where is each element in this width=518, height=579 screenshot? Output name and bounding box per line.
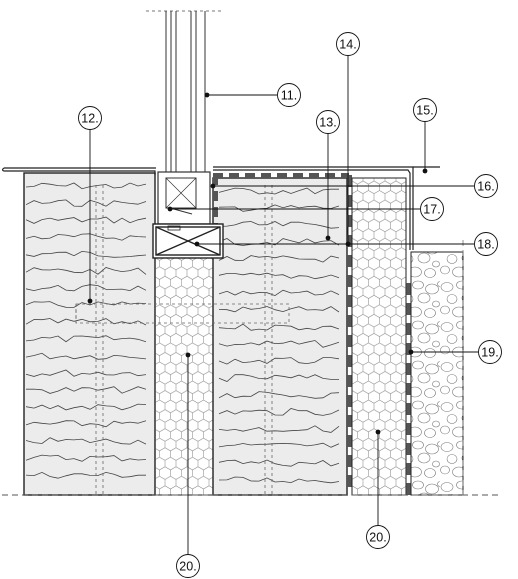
grain-line <box>218 289 340 297</box>
grain-line <box>218 408 340 416</box>
svg-text:20.: 20. <box>179 560 196 574</box>
gravel-fill <box>410 251 464 496</box>
grain-line <box>218 476 340 484</box>
grain-line <box>25 454 147 462</box>
grain-line <box>218 442 340 448</box>
grain-line <box>218 238 340 246</box>
insulation-core-left <box>154 257 214 496</box>
callout-19: 19. <box>478 340 502 364</box>
svg-text:19.: 19. <box>481 346 498 360</box>
grain-line <box>218 255 340 263</box>
callout-17: 17. <box>420 197 444 221</box>
leader-dots <box>87 92 428 435</box>
svg-text:11.: 11. <box>281 89 297 103</box>
grain-line <box>218 391 340 399</box>
grain-line <box>25 267 147 275</box>
grain-line <box>25 335 147 343</box>
callout-13: 13. <box>316 110 340 134</box>
grain-line <box>218 187 339 195</box>
concrete-wall-left <box>23 172 156 496</box>
svg-text:16.: 16. <box>477 180 494 194</box>
ground-line <box>2 240 500 496</box>
grain-line <box>25 182 147 190</box>
grain-line <box>25 199 147 207</box>
grain-line <box>25 250 147 258</box>
grain-line <box>25 471 146 479</box>
grain-line <box>218 425 340 433</box>
grain-line <box>218 340 340 348</box>
grain-line <box>25 403 147 411</box>
grain-line <box>25 386 147 394</box>
leader-lines <box>89 56 478 556</box>
grain-line <box>25 420 147 428</box>
grain-line <box>218 374 339 382</box>
callout-12: 12. <box>78 106 102 130</box>
svg-text:18.: 18. <box>477 238 494 252</box>
grain-line <box>25 352 147 360</box>
grain-line <box>25 284 147 292</box>
callout-15: 15. <box>413 98 437 122</box>
callout-16: 16. <box>474 174 498 198</box>
callout-18: 18. <box>474 232 498 256</box>
svg-text:13.: 13. <box>319 116 336 130</box>
grain-line <box>25 437 147 445</box>
sill-block <box>152 223 224 259</box>
svg-text:12.: 12. <box>81 112 98 126</box>
grain-line <box>218 323 340 331</box>
grain-line <box>218 357 340 365</box>
grain-line <box>25 369 147 377</box>
svg-text:17.: 17. <box>423 203 440 217</box>
callout-20-left: 20. <box>176 554 200 578</box>
svg-text:14.: 14. <box>339 38 356 52</box>
hidden-lines <box>75 185 290 495</box>
top-flashing <box>1 166 440 250</box>
grain-line <box>218 221 340 229</box>
svg-text:15.: 15. <box>416 104 433 118</box>
grain-line <box>25 301 147 308</box>
window-frame-profile <box>146 10 222 225</box>
callout-14: 14. <box>336 32 360 56</box>
grain-line <box>218 459 340 467</box>
callout-11: 11. <box>277 83 301 107</box>
callout-20-right: 20. <box>366 525 390 549</box>
grain-line <box>25 233 147 241</box>
insulation-outer-right <box>351 177 407 496</box>
grain-line <box>218 306 340 313</box>
grain-line <box>25 216 147 224</box>
grain-line <box>25 318 147 326</box>
svg-text:20.: 20. <box>369 531 386 545</box>
concrete-wall-middle <box>212 177 348 496</box>
grain-line <box>218 272 340 280</box>
